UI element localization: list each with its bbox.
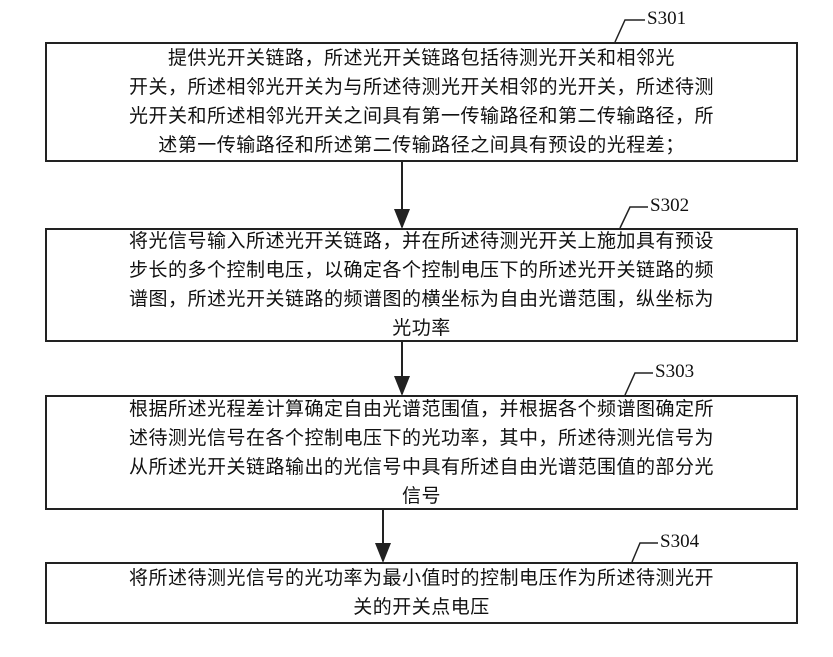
leader-s304 bbox=[631, 542, 658, 563]
step-text-line: 述第一传输路径和所述第二传输路径之间具有预设的光程差； bbox=[158, 134, 685, 156]
step-text-line: 提供光开关链路，所述光开关链路包括待测光开关和相邻光 bbox=[167, 47, 675, 69]
step-label-s303: S303 bbox=[655, 361, 695, 382]
step-text-line: 开关，所述相邻光开关为与所述待测光开关相邻的光开关，所述待测 bbox=[128, 76, 714, 98]
leader-s303 bbox=[624, 372, 653, 396]
step-text-line: 光功率 bbox=[392, 317, 451, 339]
step-box-s304: 将所述待测光信号的光功率为最小值时的控制电压作为所述待测光开 关的开关点电压 bbox=[45, 562, 798, 624]
step-text-line: 将所述待测光信号的光功率为最小值时的控制电压作为所述待测光开 bbox=[128, 567, 714, 589]
step-label-s304: S304 bbox=[660, 531, 700, 552]
step-text-line: 关的开关点电压 bbox=[353, 596, 490, 618]
step-box-s303: 根据所述光程差计算确定自由光谱范围值，并根据各个频谱图确定所 述待测光信号在各个… bbox=[45, 395, 798, 510]
leader-s301 bbox=[614, 19, 645, 43]
step-text-line: 信号 bbox=[401, 484, 441, 507]
leader-s302 bbox=[619, 206, 648, 229]
step-text-line: 从所述光开关链路输出的光信号中具有所述自由光谱范围值的部分光 bbox=[128, 455, 714, 478]
step-text-line: 光开关和所述相邻光开关之间具有第一传输路径和第二传输路径，所 bbox=[128, 105, 714, 127]
step-label-s301: S301 bbox=[647, 8, 687, 29]
step-label-s302: S302 bbox=[650, 195, 690, 216]
step-text-line: 谱图，所述光开关链路的频谱图的横坐标为自由光谱范围，纵坐标为 bbox=[128, 288, 714, 310]
step-text-line: 将光信号输入所述光开关链路，并在所述待测光开关上施加具有预设 bbox=[128, 230, 714, 252]
step-text-line: 步长的多个控制电压，以确定各个控制电压下的所述光开关链路的频 bbox=[128, 259, 714, 281]
step-text-line: 述待测光信号在各个控制电压下的光功率，其中，所述待测光信号为 bbox=[128, 426, 714, 449]
step-box-s301: 提供光开关链路，所述光开关链路包括待测光开关和相邻光 开关，所述相邻光开关为与所… bbox=[45, 42, 798, 162]
step-text-line: 根据所述光程差计算确定自由光谱范围值，并根据各个频谱图确定所 bbox=[128, 397, 714, 420]
step-box-s302: 将光信号输入所述光开关链路，并在所述待测光开关上施加具有预设 步长的多个控制电压… bbox=[45, 228, 798, 342]
